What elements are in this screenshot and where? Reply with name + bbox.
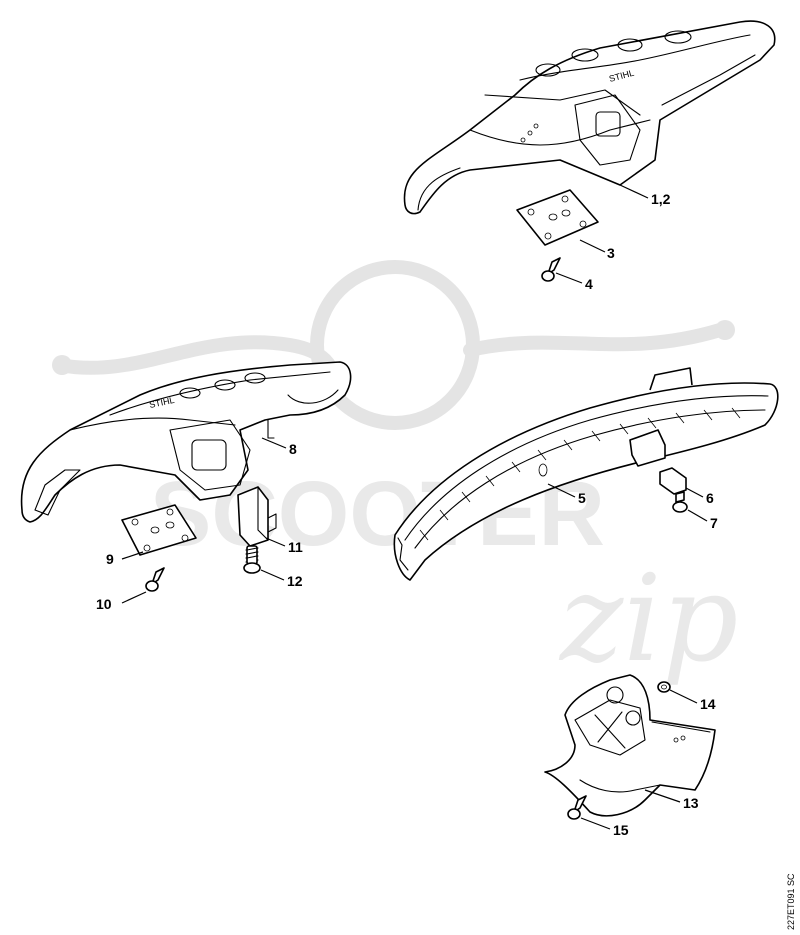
callout-13: 13 xyxy=(683,795,699,811)
callout-14: 14 xyxy=(700,696,716,712)
part-screw-spring xyxy=(243,545,261,574)
part-plate-left xyxy=(121,504,197,556)
callout-10: 10 xyxy=(96,596,112,612)
part-plate-upper xyxy=(516,189,599,246)
part-screw-left xyxy=(145,567,165,592)
drawing-code: 227ET091 SC xyxy=(786,873,796,930)
callout-11: 11 xyxy=(288,539,303,555)
callout-15: 15 xyxy=(613,822,629,838)
callout-1-2: 1,2 xyxy=(651,191,671,207)
callout-5: 5 xyxy=(578,490,586,506)
watermark-script: zip xyxy=(558,550,738,689)
leader-lines xyxy=(121,184,708,830)
part-clip xyxy=(659,467,687,495)
part-guard-rail xyxy=(393,367,779,581)
part-housing-left: STIHL xyxy=(20,361,352,523)
callout-labels: 1,2 3 4 5 6 7 8 9 10 11 12 13 14 15 xyxy=(96,191,718,838)
callout-7: 7 xyxy=(710,515,718,531)
part-washer xyxy=(657,681,671,693)
callout-4: 4 xyxy=(585,276,593,292)
part-screw-guard xyxy=(672,491,688,513)
callout-6: 6 xyxy=(706,490,714,506)
part-screw-upper xyxy=(541,257,561,282)
watermark-logo: SCOOTER zip xyxy=(52,260,738,689)
part-housing-bottom xyxy=(544,674,716,817)
callout-3: 3 xyxy=(607,245,615,261)
callout-8: 8 xyxy=(289,441,297,457)
part-housing-upper: STIHL xyxy=(403,20,776,215)
part-bracket xyxy=(237,486,277,547)
callout-9: 9 xyxy=(106,551,114,567)
callout-12: 12 xyxy=(287,573,303,589)
part-screw-bottom xyxy=(567,795,587,820)
